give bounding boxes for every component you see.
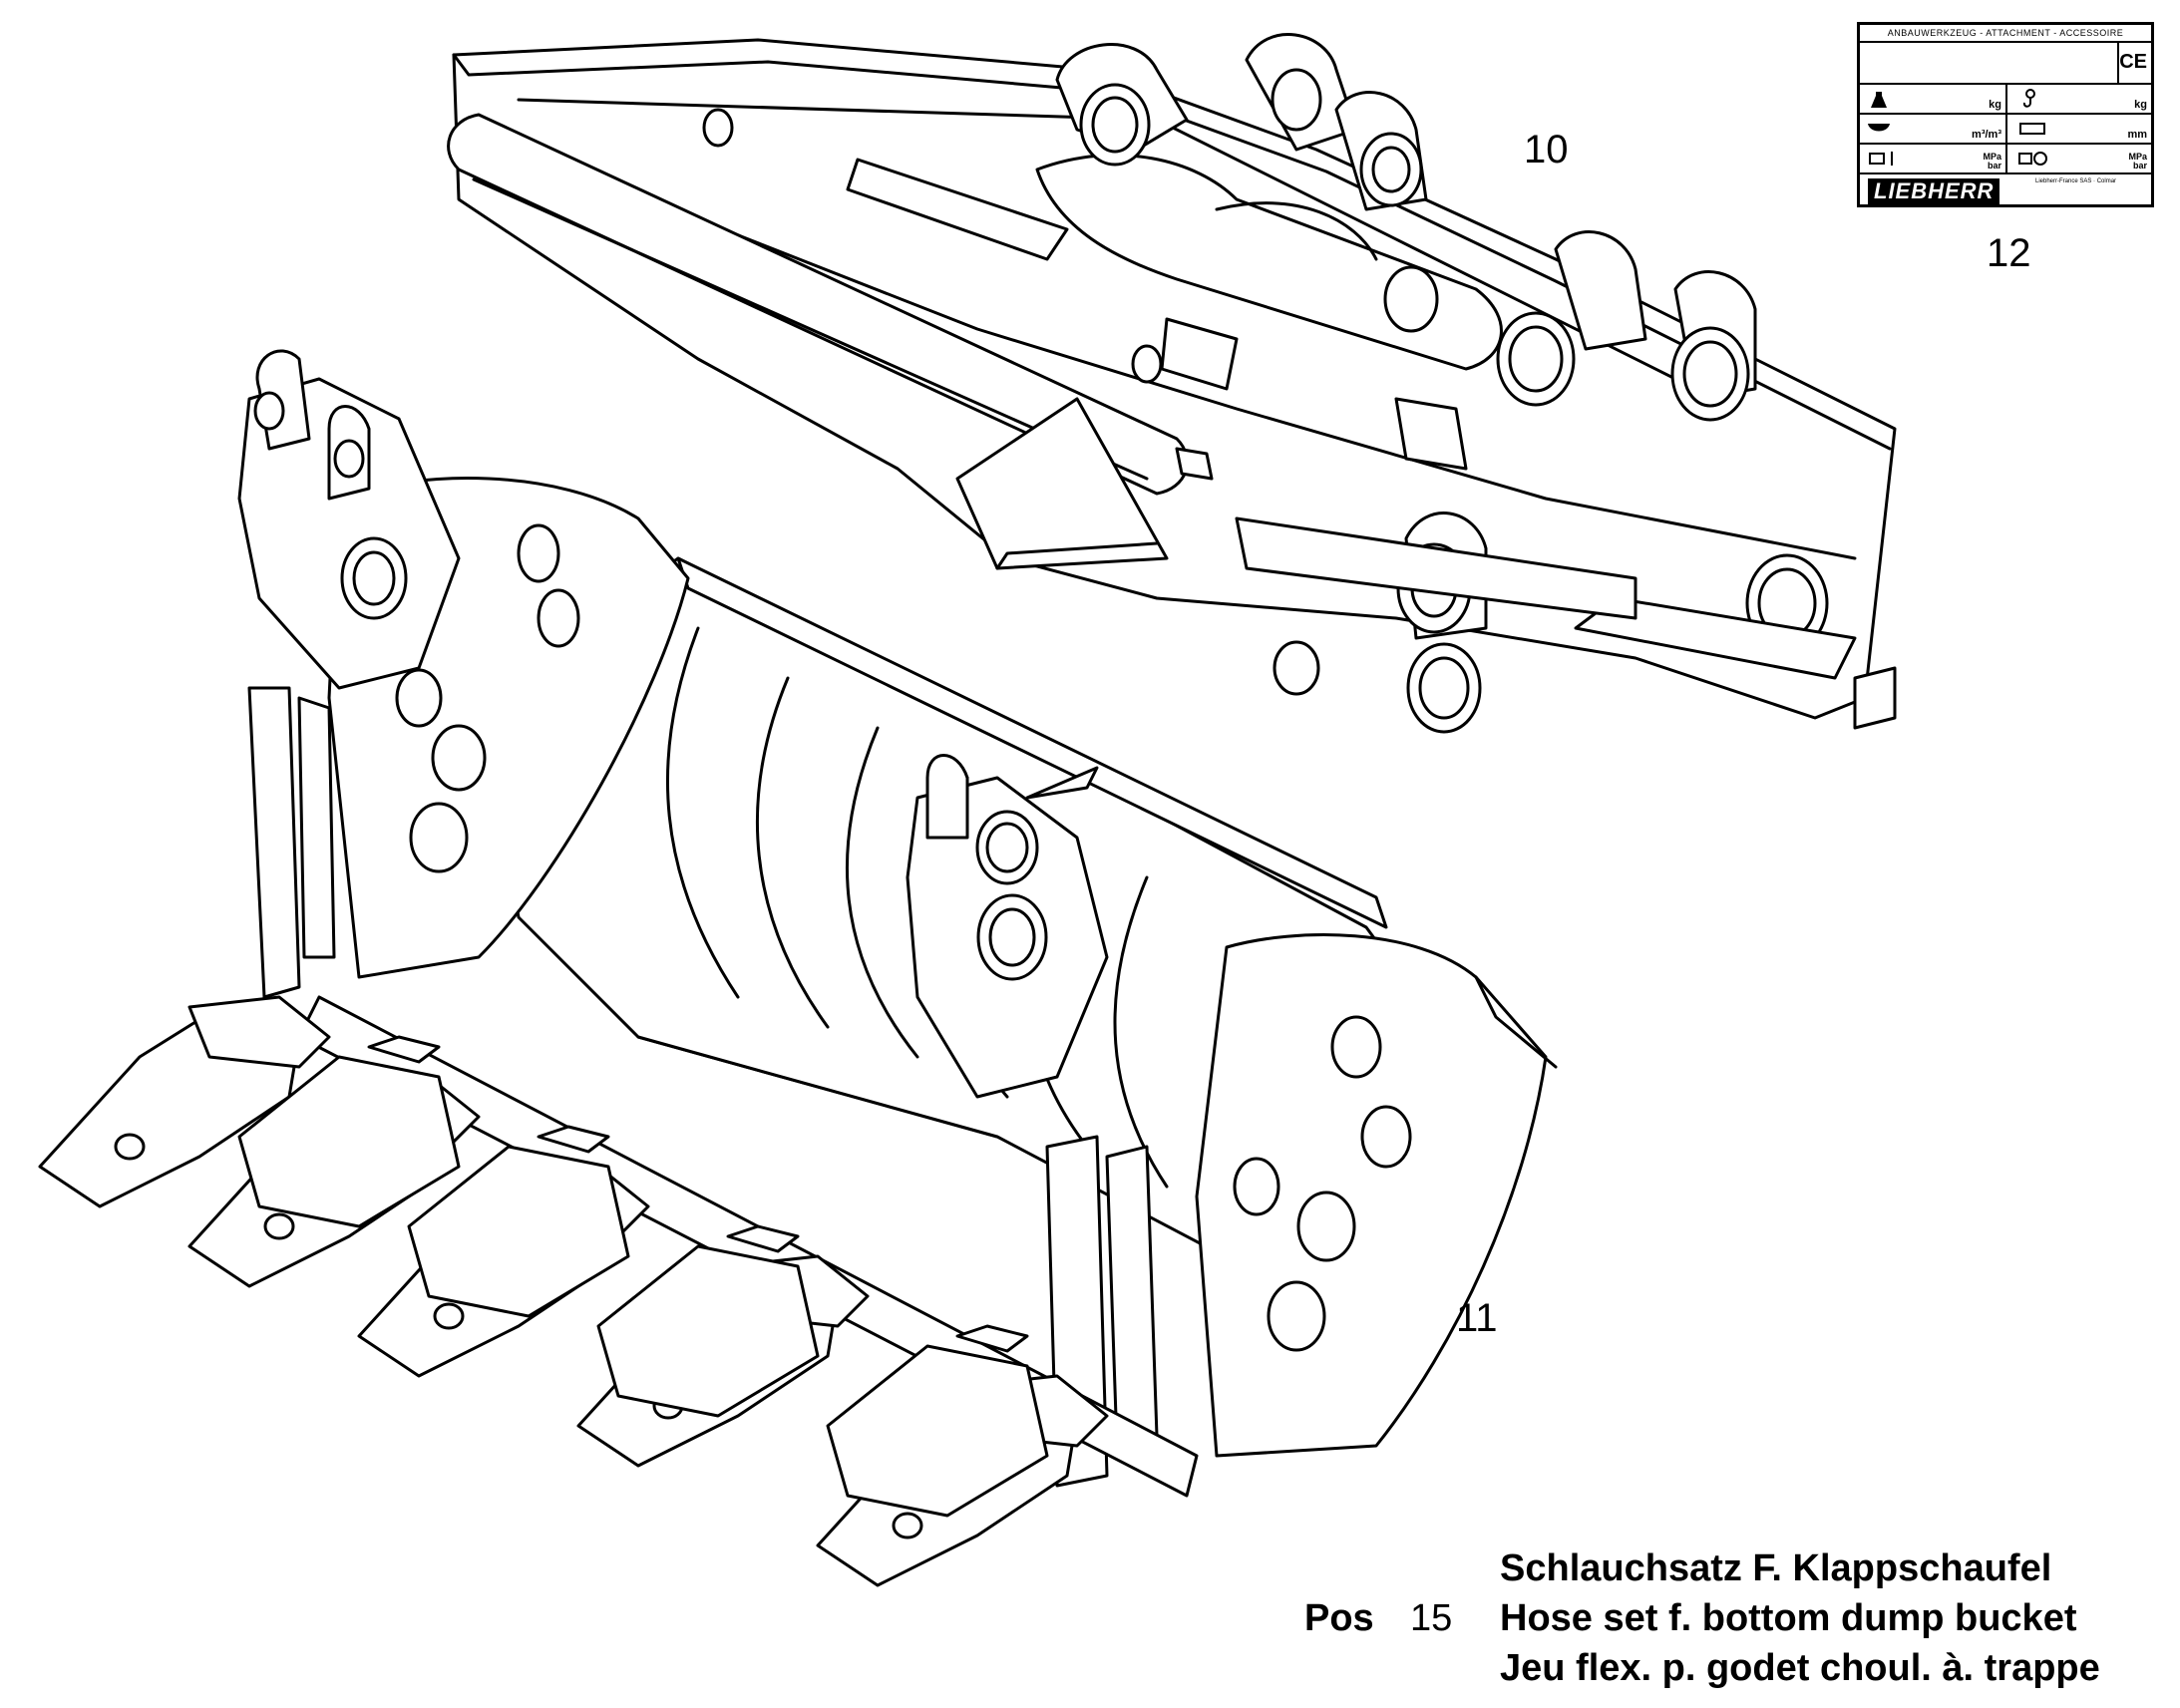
nameplate-row-volume: m³/m³ mm [1860,115,2151,145]
unit-kg-2: kg [2134,99,2147,111]
nameplate-blank-cell [1860,43,2119,83]
nameplate-pressure-cell: MPa bar [1860,145,2007,172]
part-caption: Pos 15 Schlauchsatz F. Klappschaufel Hos… [1296,1545,2174,1705]
attachment-nameplate: ANBAUWERKZEUG - ATTACHMENT - ACCESSOIRE … [1857,22,2154,207]
pos-number: 15 [1410,1597,1453,1639]
callout-10: 10 [1524,128,1569,171]
nameplate-volume-cell: m³/m³ [1860,115,2007,143]
nameplate-weight-cell: kg [1860,85,2007,113]
title-german: Schlauchsatz F. Klappschaufel [1500,1547,2052,1589]
nameplate-row-ce: CE [1860,43,2151,85]
bucket-volume-icon [1868,124,1890,132]
pos-label: Pos [1304,1597,1374,1639]
unit-pressure-1: MPa bar [1983,152,2001,171]
unit-mm: mm [2127,129,2147,141]
nameplate-row-pressure: MPa bar MPa bar [1860,145,2151,174]
valve-icon [2018,152,2047,166]
hydraulic-icon [1869,152,1893,166]
nameplate-fineprint: Liebherr-France SAS · Colmar [2035,178,2117,184]
title-french: Jeu flex. p. godet choul. à. trappe [1500,1647,2100,1689]
unit-kg-1: kg [1989,99,2001,111]
bucket-tooth [38,995,331,1208]
weight-icon [1871,92,1887,108]
callout-11: 11 [1456,1296,1498,1340]
width-icon [2019,123,2045,135]
nameplate-header: ANBAUWERKZEUG - ATTACHMENT - ACCESSOIRE [1860,25,2151,43]
stick-frame-drawing [447,33,1897,734]
hook-icon [2022,89,2035,108]
unit-pressure-2: MPa bar [2128,152,2147,171]
nameplate-row-brand: LIEBHERR Liebherr-France SAS · Colmar [1860,174,2151,208]
ce-mark: CE [2119,51,2147,73]
bucket-teeth [38,995,1109,1587]
unit-volume: m³/m³ [1972,129,2001,141]
nameplate-row-weight: kg kg [1860,85,2151,115]
callout-12: 12 [1987,231,2031,275]
title-english: Hose set f. bottom dump bucket [1500,1597,2077,1639]
liebherr-logo: LIEBHERR [1868,178,2000,204]
